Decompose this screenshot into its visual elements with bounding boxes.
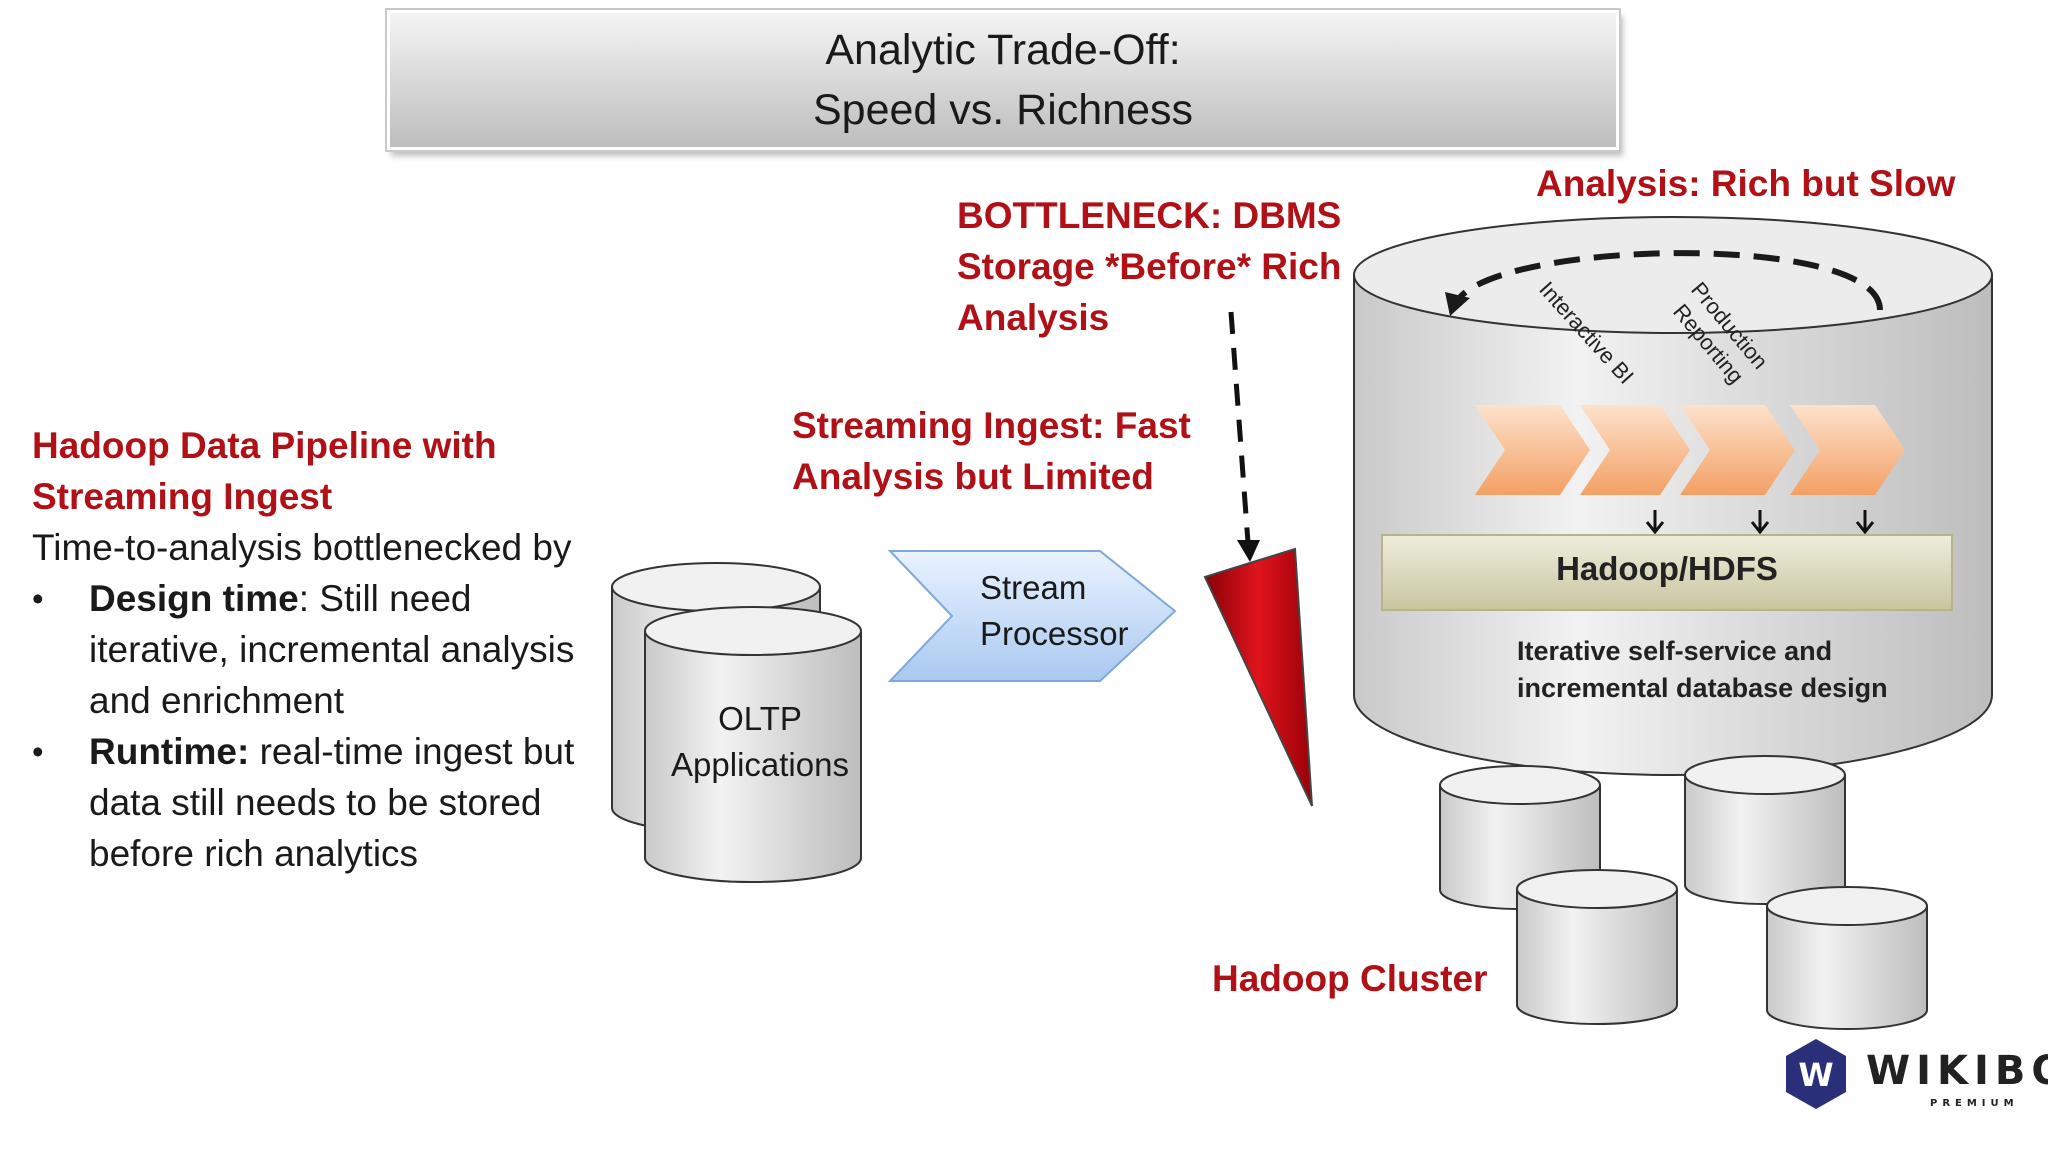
streaming-label-line-2: Analysis but Limited xyxy=(792,456,1154,497)
bottleneck-label-line-1: BOTTLENECK: DBMS xyxy=(957,195,1342,236)
stream-processor-label: Stream Processor xyxy=(980,565,1140,657)
cylinder-description: Iterative self-service and incremental d… xyxy=(1517,633,1888,707)
chevron-row xyxy=(1475,405,1905,495)
left-panel: Hadoop Data Pipeline with Streaming Inge… xyxy=(32,420,632,879)
chevron-2 xyxy=(1580,405,1690,495)
bullet-bold: Design time xyxy=(89,578,299,619)
bottleneck-arrow xyxy=(1228,311,1252,557)
streaming-ingest-label: Streaming Ingest: Fast Analysis but Limi… xyxy=(792,400,1191,502)
curved-arrow-head xyxy=(1445,292,1470,316)
title-banner: Analytic Trade-Off: Speed vs. Richness xyxy=(387,10,1619,150)
bullet-text: and enrichment xyxy=(89,680,345,721)
chevron-3 xyxy=(1680,405,1795,495)
logo-letter: W xyxy=(1798,1056,1834,1094)
oltp-cylinder-front xyxy=(644,606,862,883)
curved-dashed-arrow xyxy=(1452,250,1883,311)
bottleneck-arrow-head xyxy=(1237,540,1260,562)
bottleneck-label-line-3: Analysis xyxy=(957,297,1110,338)
bullet-list: Design time: Still need iterative, incre… xyxy=(32,573,632,879)
bullet-design-time: Design time: Still need iterative, incre… xyxy=(32,573,632,726)
streaming-label-line-1: Streaming Ingest: Fast xyxy=(792,405,1191,446)
bullet-text: iterative, incremental analysis xyxy=(89,629,575,670)
bullet-bold: Runtime: xyxy=(89,731,250,772)
title-line-2: Speed vs. Richness xyxy=(812,86,1194,134)
wikibon-logo-mark xyxy=(1786,1039,1846,1109)
hadoop-cylinder xyxy=(1353,216,1993,776)
bottleneck-wedge xyxy=(1203,547,1313,807)
logo-name: WIKIBON xyxy=(1866,1048,2048,1094)
stream-processor-shape xyxy=(887,550,1177,682)
hadoop-cluster-label: Hadoop Cluster xyxy=(1212,958,1488,999)
cylinder-desc-line-1: Iterative self-service and xyxy=(1517,636,1833,666)
oltp-label-line-2: Applications xyxy=(671,746,849,783)
chevron-4 xyxy=(1790,405,1905,495)
bullet-text: before rich analytics xyxy=(89,833,419,874)
cylinder-desc-line-2: incremental database design xyxy=(1517,673,1888,703)
pipeline-heading-line-2: Streaming Ingest xyxy=(32,476,333,517)
cluster-cylinder-2 xyxy=(1684,755,1846,905)
oltp-label: OLTP Applications xyxy=(671,696,849,788)
cluster-cylinder-4 xyxy=(1766,886,1928,1030)
bottleneck-label: BOTTLENECK: DBMS Storage *Before* Rich A… xyxy=(957,190,1342,343)
small-down-arrows xyxy=(1645,510,1875,535)
bullet-text: real-time ingest but xyxy=(249,731,575,772)
cluster-cylinder-3 xyxy=(1516,869,1678,1025)
bullet-text: : Still need xyxy=(298,578,472,619)
stream-processor-line-1: Stream xyxy=(980,569,1087,606)
analysis-label: Analysis: Rich but Slow xyxy=(1536,163,1956,204)
bottleneck-label-line-2: Storage *Before* Rich xyxy=(957,246,1342,287)
bullet-runtime: Runtime: real-time ingest but data still… xyxy=(32,726,632,879)
title-line-1: Analytic Trade-Off: xyxy=(825,26,1181,74)
hdfs-label: Hadoop/HDFS xyxy=(1556,550,1778,587)
hdfs-bar xyxy=(1381,534,1953,611)
oltp-label-line-1: OLTP xyxy=(718,700,802,737)
pipeline-intro: Time-to-analysis bottlenecked by xyxy=(32,527,572,568)
pipeline-heading: Hadoop Data Pipeline with Streaming Inge… xyxy=(32,420,632,522)
chevron-1 xyxy=(1475,405,1590,495)
pipeline-heading-line-1: Hadoop Data Pipeline with xyxy=(32,425,497,466)
stream-processor-line-2: Processor xyxy=(980,615,1129,652)
bullet-text: data still needs to be stored xyxy=(89,782,542,823)
logo-sub: PREMIUM xyxy=(1930,1098,2019,1109)
